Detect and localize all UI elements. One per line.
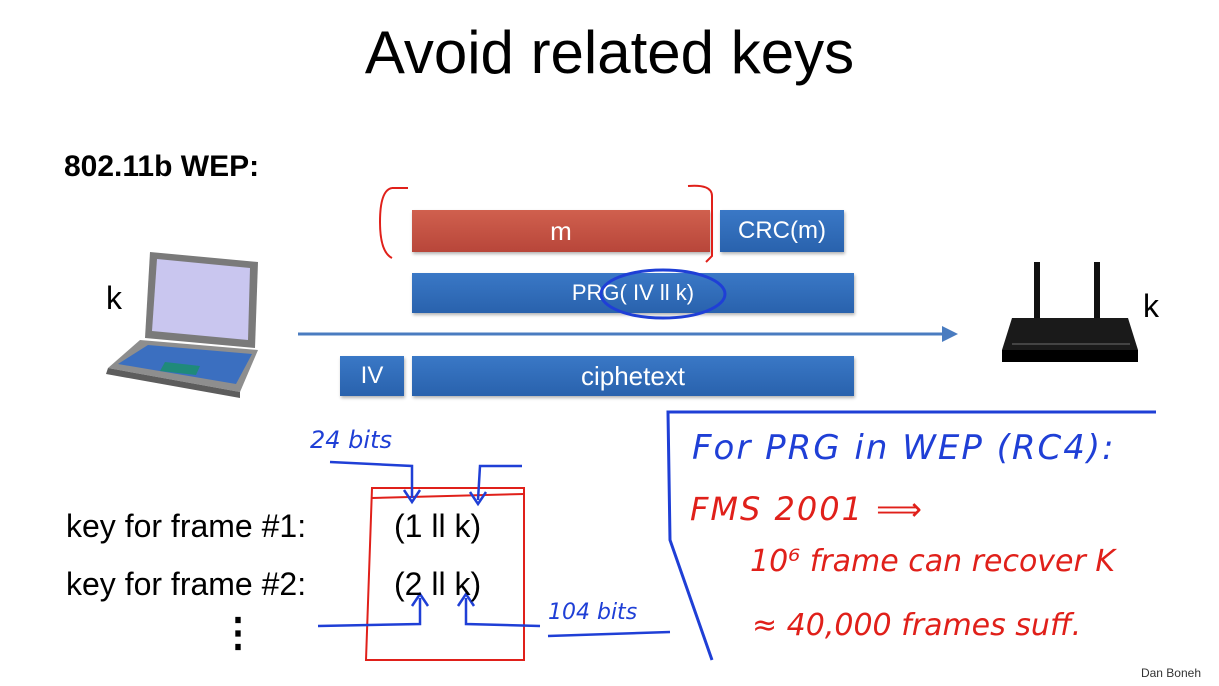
- slide-subtitle: 802.11b WEP:: [64, 150, 260, 183]
- ellipsis: ⋮: [218, 611, 258, 655]
- receiver-key-label: k: [1143, 288, 1159, 324]
- note-line-1: For PRG in WEP (RC4):: [692, 428, 1116, 468]
- prg-args: IV ll k): [633, 280, 695, 305]
- frame1-label: key for frame #1:: [66, 508, 307, 544]
- ciphertext-label: ciphetext: [580, 360, 686, 391]
- message-bar: m: [412, 210, 710, 252]
- red-bracket-left: [378, 187, 393, 259]
- message-label: m: [550, 215, 572, 246]
- sender-key-label: k: [106, 280, 122, 316]
- crc-label: CRC(m): [738, 217, 826, 244]
- footer-author: Dan Boneh: [1140, 666, 1201, 680]
- note-line-3: 10⁶ frame can recover K: [750, 544, 1116, 579]
- frame2-value: (2 ll k): [394, 566, 482, 602]
- frame2-label: key for frame #2:: [66, 566, 307, 602]
- crc-bar: CRC(m): [720, 210, 844, 252]
- frame1-value: (1 ll k): [394, 508, 482, 544]
- note-line-2: FMS 2001 ⟹: [690, 490, 924, 528]
- slide-title: Avoid related keys: [364, 19, 855, 86]
- prg-bar: PRG( IV ll k): [412, 273, 854, 313]
- prg-label: PRG(: [571, 280, 627, 305]
- iv-label: IV: [360, 362, 384, 389]
- bits24-note: 24 bits: [310, 426, 392, 454]
- ciphertext-bar: ciphetext: [412, 356, 854, 396]
- bits104-note: 104 bits: [548, 600, 638, 625]
- iv-bar: IV: [340, 356, 404, 396]
- note-line-4: ≈ 40,000 frames suff.: [752, 608, 1082, 643]
